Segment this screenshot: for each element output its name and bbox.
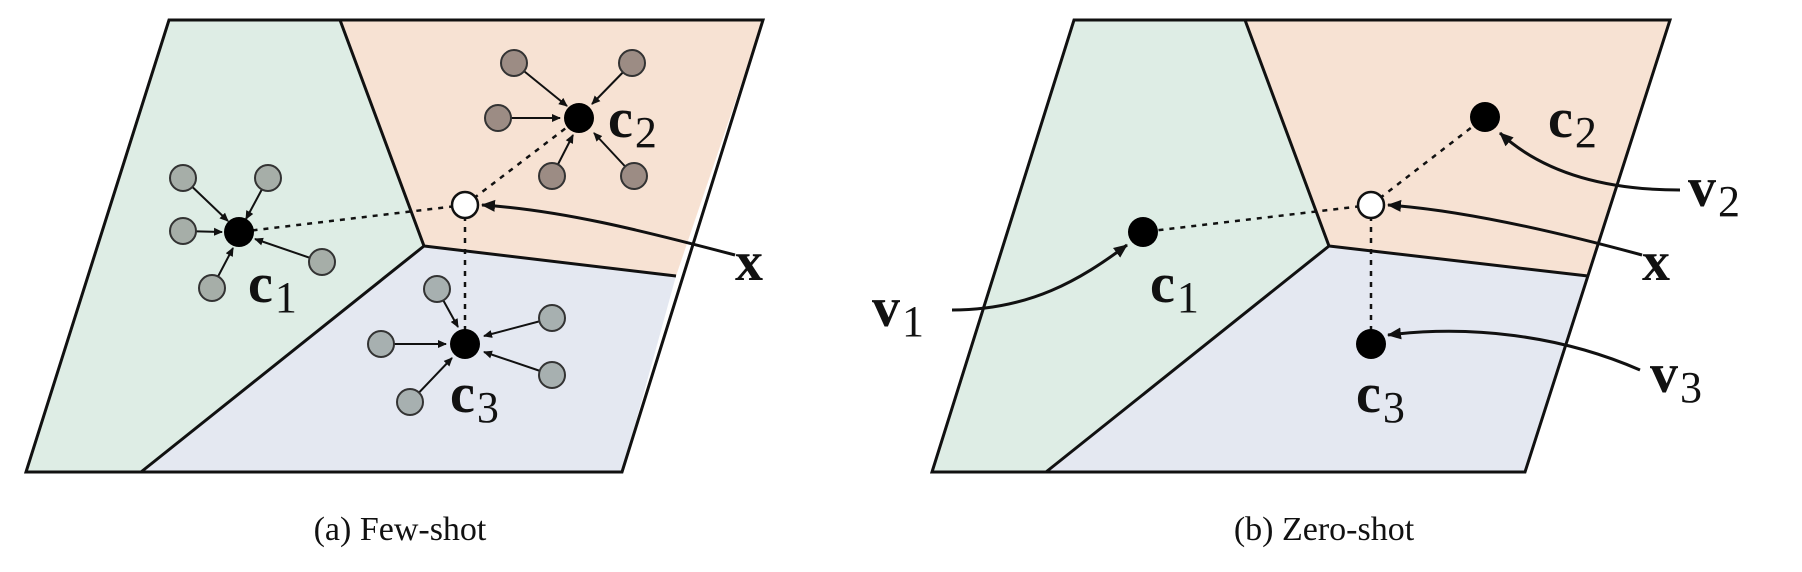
support-set-class-2	[484, 49, 648, 190]
region-class-3	[141, 246, 676, 472]
label-c2: c2	[608, 88, 657, 157]
support-point	[538, 361, 566, 389]
caption-few-shot: (a) Few-shot	[314, 511, 487, 548]
label-c1: c1	[1150, 253, 1199, 322]
prototype-c3	[450, 329, 480, 359]
query-point	[450, 190, 480, 220]
support-point	[618, 49, 646, 77]
panel-zero-shot: c1 c2 c3 x v1 v2 v3 (b) Zero-shot	[872, 18, 1740, 548]
embedding-arrow-v1	[951, 243, 1128, 312]
prototype-c3	[1356, 329, 1386, 359]
support-point	[169, 164, 197, 192]
label-x: x	[1642, 231, 1670, 293]
support-point	[538, 162, 566, 190]
support-set-class-1	[169, 164, 336, 302]
prototype-c2	[1470, 102, 1500, 132]
prototype-c1	[224, 217, 254, 247]
prototype-c1	[1128, 217, 1158, 247]
label-v2: v2	[1688, 157, 1740, 226]
support-point	[254, 164, 282, 192]
support-set-class-3	[367, 275, 566, 416]
region-class-1	[26, 20, 424, 472]
query-arrow	[1387, 199, 1643, 257]
support-point	[198, 274, 226, 302]
embedding-arrow-v3	[1387, 327, 1641, 372]
support-point	[538, 304, 566, 332]
support-point	[396, 388, 424, 416]
query-point	[1356, 190, 1386, 220]
region-class-1	[932, 20, 1329, 472]
distance-line-c2	[464, 117, 580, 206]
distance-line-c1	[1142, 203, 1372, 234]
support-point	[308, 248, 336, 276]
label-c3: c3	[450, 363, 499, 432]
region-class-2	[1245, 20, 1670, 276]
support-point	[169, 217, 197, 245]
decision-boundary	[1045, 244, 1330, 474]
support-point	[500, 49, 528, 77]
label-c3: c3	[1356, 363, 1405, 432]
distance-line-c2	[1370, 116, 1486, 206]
region-class-2	[340, 20, 763, 276]
prototype-c2	[564, 103, 594, 133]
label-c2: c2	[1548, 88, 1597, 157]
support-point	[367, 330, 395, 358]
panel-few-shot: c1 c2 c3 x (a) Few-shot	[23, 18, 766, 548]
panel-a-border	[23, 18, 766, 474]
caption-zero-shot: (b) Zero-shot	[1234, 511, 1415, 548]
label-v3: v3	[1650, 343, 1702, 412]
query-arrow	[481, 199, 736, 257]
region-class-3	[1046, 246, 1588, 472]
distance-line-c1	[238, 203, 466, 234]
support-point	[620, 162, 648, 190]
label-x: x	[735, 231, 763, 293]
label-c1: c1	[248, 253, 297, 322]
panel-b-border	[929, 18, 1673, 474]
embedding-arrow-v2	[1498, 131, 1681, 192]
support-point	[484, 104, 512, 132]
decision-boundary	[140, 244, 425, 474]
label-v1: v1	[872, 277, 924, 346]
support-point	[423, 275, 451, 303]
